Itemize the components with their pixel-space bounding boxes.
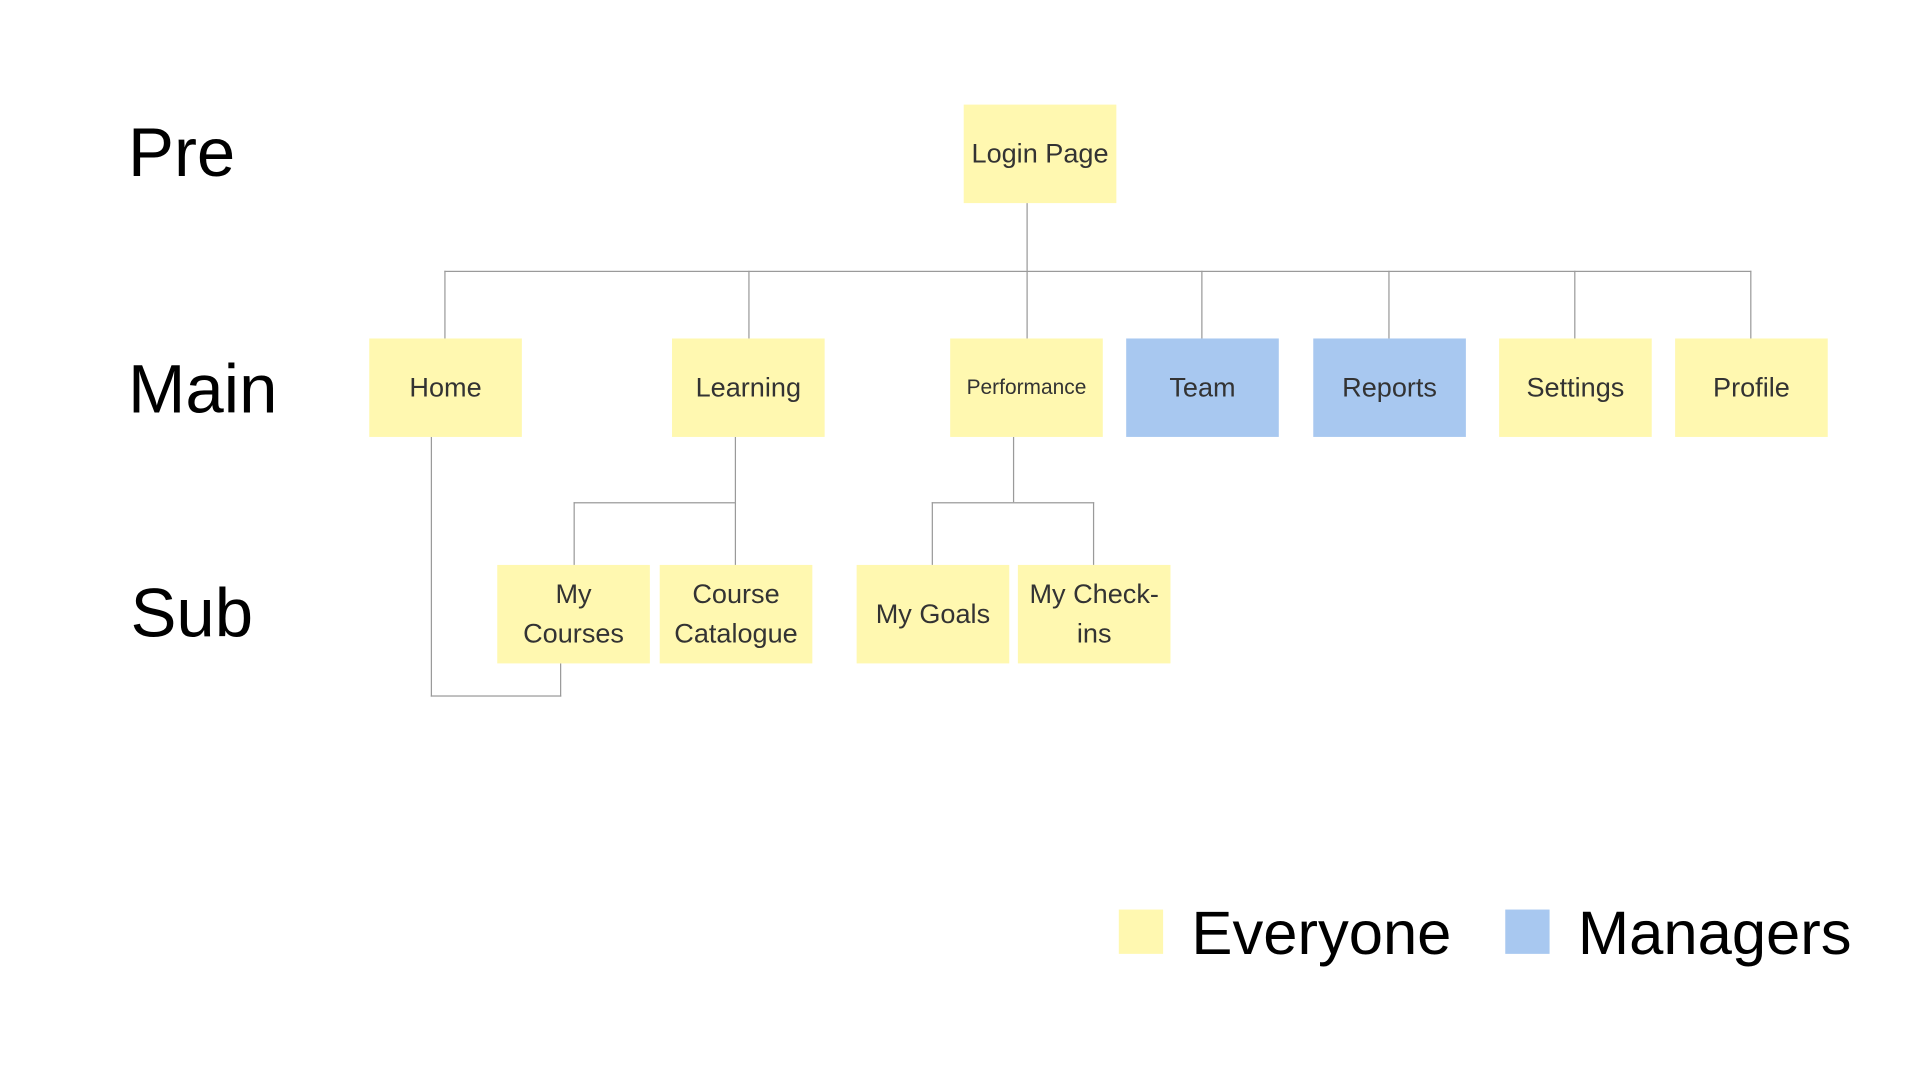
- node-team: Team: [1126, 338, 1279, 437]
- legend-swatch-everyone: [1118, 909, 1164, 954]
- node-learning: Learning: [672, 338, 825, 437]
- connector: [1201, 270, 1203, 339]
- node-profile: Profile: [1675, 338, 1828, 437]
- legend-label-managers: Managers: [1577, 898, 1852, 968]
- connector: [1026, 270, 1028, 339]
- legend-swatch-managers: [1505, 909, 1550, 954]
- node-my-check-ins: My Check-ins: [1017, 564, 1171, 664]
- connector: [1092, 502, 1095, 565]
- connector: [734, 436, 737, 503]
- level-label-sub: Sub: [130, 573, 254, 652]
- connector: [931, 502, 933, 565]
- connector: [444, 270, 1752, 273]
- connector: [1574, 270, 1576, 339]
- node-performance: Performance: [950, 338, 1103, 437]
- connector: [573, 502, 737, 504]
- connector: [573, 502, 575, 565]
- level-label-main: Main: [128, 349, 278, 428]
- node-home: Home: [369, 338, 522, 437]
- level-label-pre: Pre: [128, 113, 236, 191]
- connector: [430, 436, 433, 697]
- connector: [734, 502, 737, 565]
- connector: [931, 502, 1095, 504]
- connector: [1388, 270, 1390, 339]
- connector: [1026, 203, 1028, 271]
- connector: [1750, 270, 1752, 339]
- legend-label-everyone: Everyone: [1191, 898, 1452, 968]
- connector: [1012, 436, 1015, 503]
- node-my-courses: My Courses: [497, 564, 650, 664]
- node-settings: Settings: [1499, 338, 1652, 437]
- node-my-goals: My Goals: [856, 564, 1010, 664]
- connector: [444, 270, 446, 339]
- connector: [560, 663, 562, 697]
- node-reports: Reports: [1313, 338, 1466, 437]
- node-course-catalogue: Course Catalogue: [659, 564, 813, 664]
- node-login-page: Login Page: [963, 104, 1117, 204]
- connector: [748, 270, 750, 339]
- connector: [430, 695, 562, 697]
